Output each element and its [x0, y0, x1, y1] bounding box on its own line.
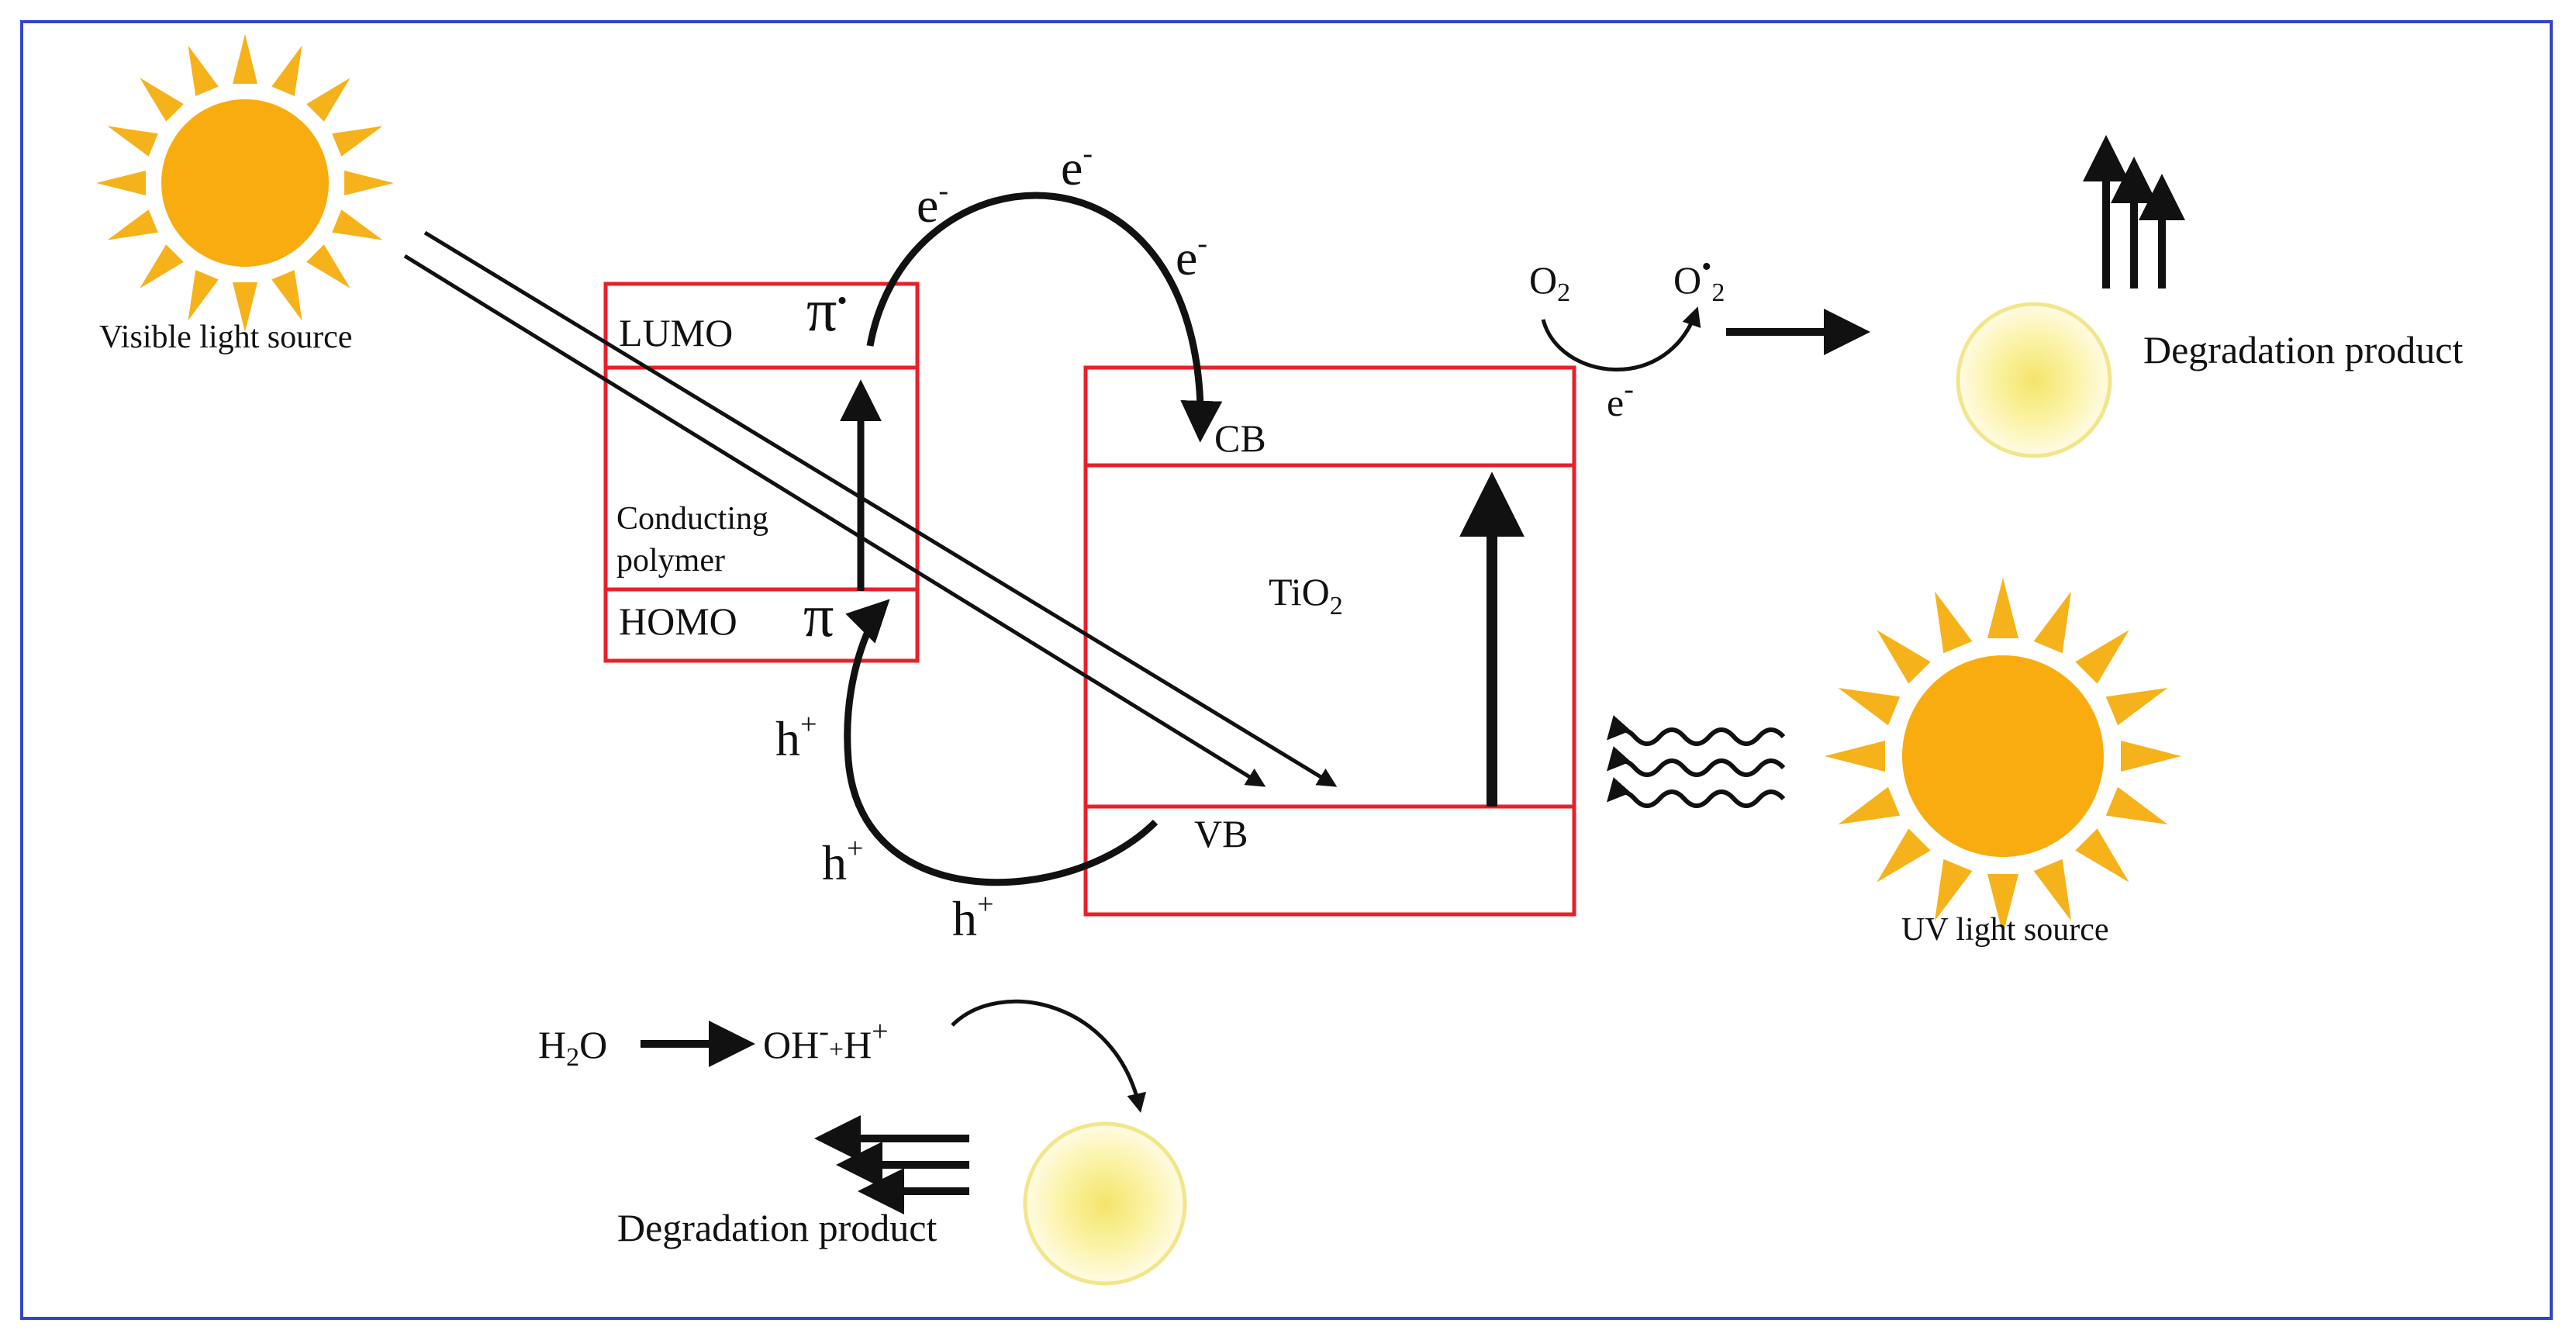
electron-label-2: e-	[1061, 137, 1093, 195]
sun-ray	[1987, 874, 2018, 935]
o2-label: O2	[1529, 258, 1570, 307]
sun-ray	[1838, 687, 1901, 726]
sun-ray	[271, 45, 302, 96]
polymer-box	[603, 282, 920, 663]
sun-icon	[1825, 578, 2181, 935]
glow-icon	[1956, 302, 2112, 458]
sun-ray	[96, 171, 146, 195]
sun-ray	[1877, 828, 1931, 883]
pi-star-label: π•	[806, 276, 848, 344]
sun-ray	[233, 34, 257, 84]
electron-label-1: e-	[917, 174, 948, 233]
electron-transfer-arrow	[866, 192, 1223, 443]
o2-electron-label: e-	[1607, 373, 1634, 424]
sun-ray	[107, 126, 158, 157]
electron-label-3: e-	[1176, 227, 1207, 285]
hole-label-2: h+	[822, 832, 863, 890]
sun-ray	[1877, 630, 1931, 684]
sun-ray	[1934, 859, 1973, 921]
sun-ray	[332, 209, 383, 240]
tio2-formula: TiO2	[1269, 570, 1343, 620]
visible-beam-upper	[423, 230, 1338, 787]
sun-ray	[1934, 591, 1973, 654]
sun-ray	[2075, 630, 2129, 684]
hole-transfer-arrow	[844, 599, 1159, 886]
hydroxide-proton-label: OH-+H+	[763, 1015, 889, 1066]
wave-arrow-icon	[1607, 715, 1786, 808]
sun-ray	[2121, 741, 2181, 772]
sun-ray	[140, 244, 184, 288]
sun-ray	[2033, 591, 2072, 654]
pi-label: π	[803, 582, 834, 649]
sun-ray	[1838, 786, 1901, 825]
uv-light-label: UV light source	[1901, 912, 2109, 948]
sun-ray	[271, 270, 302, 321]
visible-beam-lower	[403, 254, 1266, 787]
polymer-name-line1: Conducting	[616, 501, 768, 537]
sun-ray	[2105, 687, 2168, 726]
sun-ray	[2105, 786, 2168, 825]
o2-reduction-arrow	[1541, 306, 1701, 371]
glow-icon	[1023, 1121, 1187, 1286]
radical-to-glow-arrow	[951, 999, 1147, 1113]
sun-ray	[188, 270, 219, 321]
vb-label: VB	[1194, 812, 1248, 855]
sun-ray	[306, 78, 350, 122]
superoxide-label: O•2	[1673, 250, 1725, 307]
hole-label-3: h+	[952, 888, 993, 946]
sun-ray	[188, 45, 219, 96]
sun-ray	[107, 209, 158, 240]
tio2-box	[1083, 365, 1576, 917]
visible-light-label: Visible light source	[99, 320, 352, 355]
outer-frame	[20, 20, 2553, 1320]
sun-ray	[1825, 741, 1885, 772]
sun-ray	[2033, 859, 2072, 921]
sun-ray	[2075, 828, 2129, 883]
h2o-label: H2O	[538, 1023, 607, 1072]
hole-label-1: h+	[775, 708, 817, 766]
sun-ray	[1987, 578, 2018, 638]
sun-ray	[140, 78, 184, 122]
sun-ray	[233, 282, 257, 332]
sun-ray	[332, 126, 383, 157]
homo-label: HOMO	[619, 599, 737, 643]
sun-icon	[96, 34, 394, 332]
left-arrows-icon	[814, 1115, 969, 1214]
degradation-product-bottom: Degradation product	[617, 1206, 937, 1249]
lumo-label: LUMO	[619, 311, 733, 354]
sun-ray	[344, 171, 394, 195]
sun-ray	[306, 244, 350, 288]
polymer-name-line2: polymer	[616, 543, 725, 579]
degradation-product-top: Degradation product	[2143, 328, 2463, 371]
up-arrows-icon	[2083, 135, 2185, 288]
cb-label: CB	[1214, 416, 1266, 460]
